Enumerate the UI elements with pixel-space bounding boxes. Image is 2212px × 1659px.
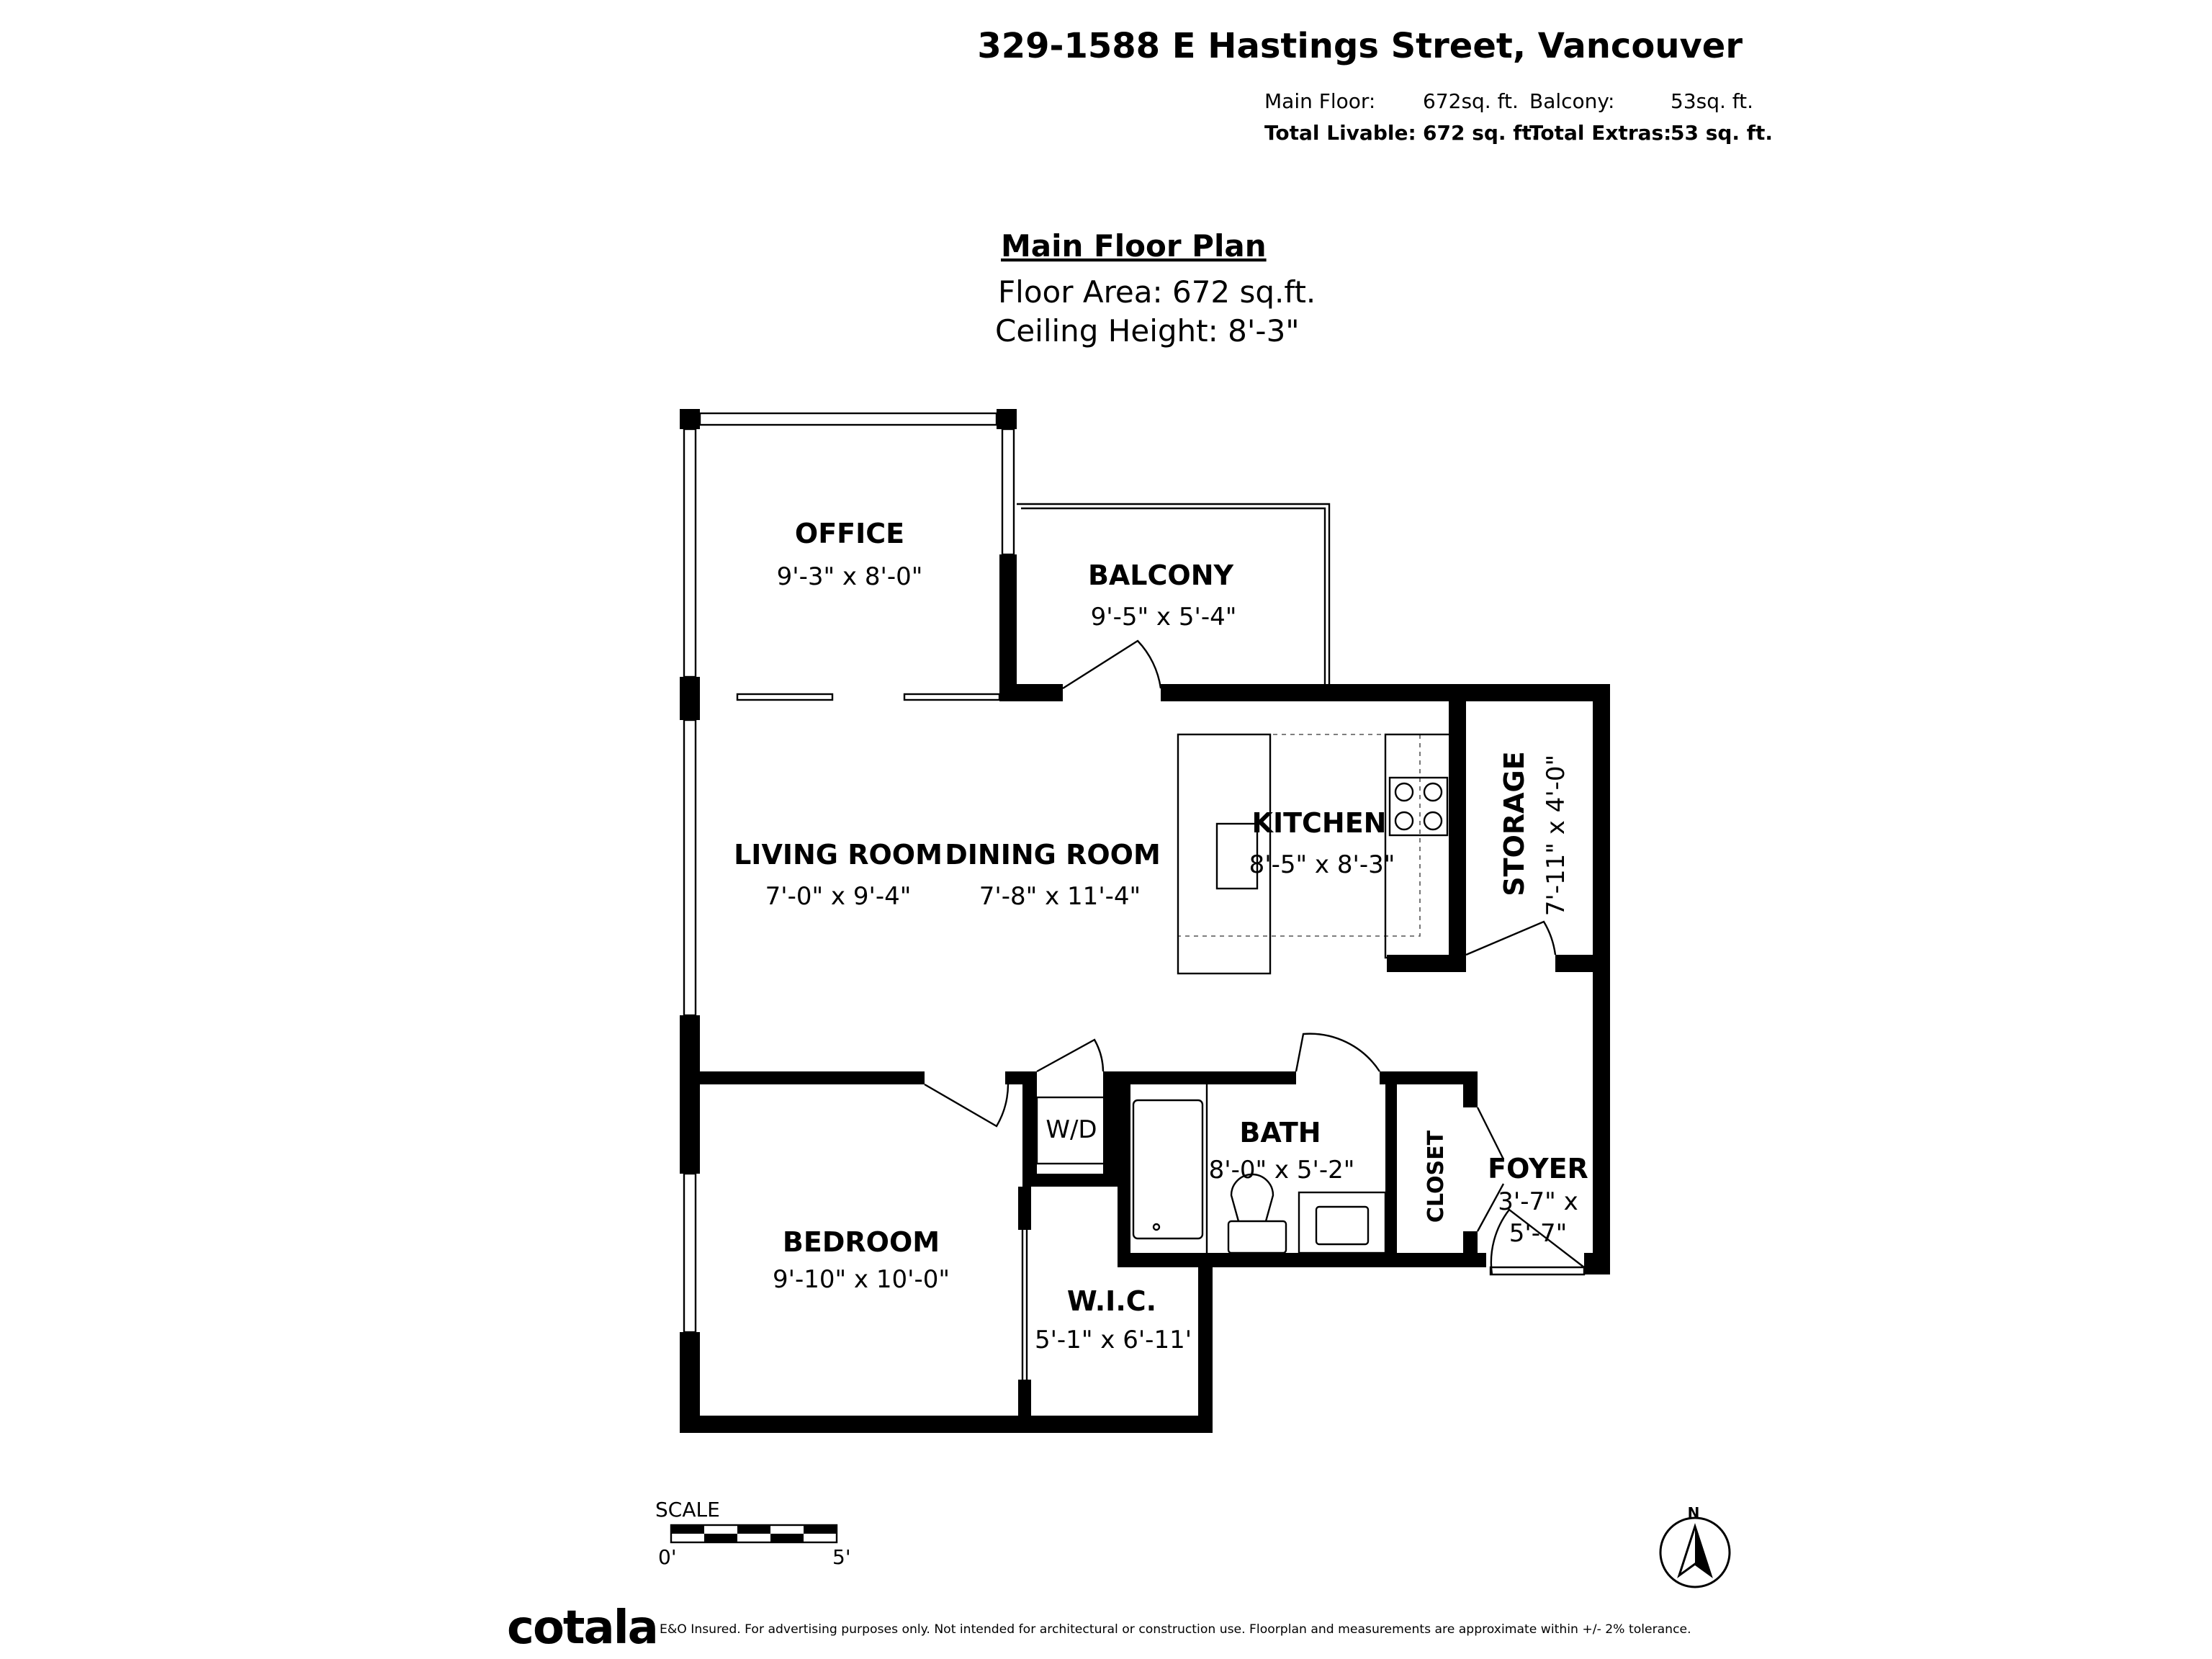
cooktop-icon [1388, 776, 1449, 837]
ceiling-height: Ceiling Height: 8'-3" [995, 313, 1300, 349]
room-balcony-name: BALCONY [1088, 559, 1234, 591]
room-living-name: LIVING ROOM [734, 839, 943, 871]
windows [683, 412, 1015, 1334]
room-kitchen-dims: 8'-5" x 8'-3" [1249, 850, 1395, 879]
room-foyer-dims-1: 3'-7" x [1498, 1187, 1578, 1216]
disclaimer: E&O Insured. For advertising purposes on… [660, 1622, 1691, 1637]
main-floor-label: Main Floor: [1264, 89, 1375, 113]
bath-fixtures [1035, 1084, 1387, 1254]
main-floor-value: 672sq. ft. [1423, 89, 1519, 113]
north-arrow-icon: N [1659, 1504, 1731, 1588]
scale-bar: SCALE 0' 5' [655, 1498, 851, 1569]
scale-start: 0' [658, 1545, 677, 1569]
total-extras-label: Total Extras: [1529, 121, 1671, 145]
room-dining-dims: 7'-8" x 11'-4" [979, 882, 1141, 911]
balcony-outline [1017, 503, 1331, 687]
room-wd-name: W/D [1046, 1115, 1097, 1144]
room-foyer-dims-2: 5'-7" [1509, 1219, 1568, 1248]
room-living-dims: 7'-0" x 9'-4" [765, 882, 912, 911]
total-livable-value: 672 sq. ft. [1423, 121, 1539, 145]
address: 329-1588 E Hastings Street, Vancouver [977, 26, 1743, 66]
room-kitchen-name: KITCHEN [1252, 807, 1387, 839]
doors [736, 639, 1586, 1380]
room-storage-dims: 7'-11" x 4'-0" [1542, 755, 1570, 916]
total-extras-value: 53 sq. ft. [1671, 121, 1773, 145]
plan-title: Main Floor Plan [1001, 228, 1267, 264]
room-wic-dims: 5'-1" x 6'-11' [1035, 1326, 1192, 1354]
room-bath-dims: 8'-0" x 5'-2" [1209, 1156, 1355, 1184]
kitchen-fixtures [1177, 733, 1452, 975]
room-office-name: OFFICE [795, 518, 904, 549]
room-closet-name: CLOSET [1424, 1130, 1449, 1223]
room-foyer-name: FOYER [1488, 1153, 1588, 1184]
balcony-value: 53sq. ft. [1671, 89, 1753, 113]
room-office-dims: 9'-3" x 8'-0" [777, 562, 923, 591]
scale-label: SCALE [655, 1498, 720, 1521]
room-wic-name: W.I.C. [1067, 1285, 1156, 1317]
room-bath-name: BATH [1239, 1117, 1321, 1148]
room-storage-name: STORAGE [1498, 751, 1530, 896]
cotala-logo: cotala [507, 1601, 657, 1655]
room-balcony-dims: 9'-5" x 5'-4" [1091, 603, 1237, 631]
walls [680, 409, 1610, 1433]
room-bedroom-dims: 9'-10" x 10'-0" [773, 1265, 950, 1294]
floor-area: Floor Area: 672 sq.ft. [998, 274, 1316, 310]
scale-end: 5' [832, 1545, 851, 1569]
total-livable-label: Total Livable: [1264, 121, 1416, 145]
room-bedroom-name: BEDROOM [783, 1226, 940, 1258]
balcony-label: Balcony: [1529, 89, 1614, 113]
room-dining-name: DINING ROOM [945, 839, 1161, 871]
